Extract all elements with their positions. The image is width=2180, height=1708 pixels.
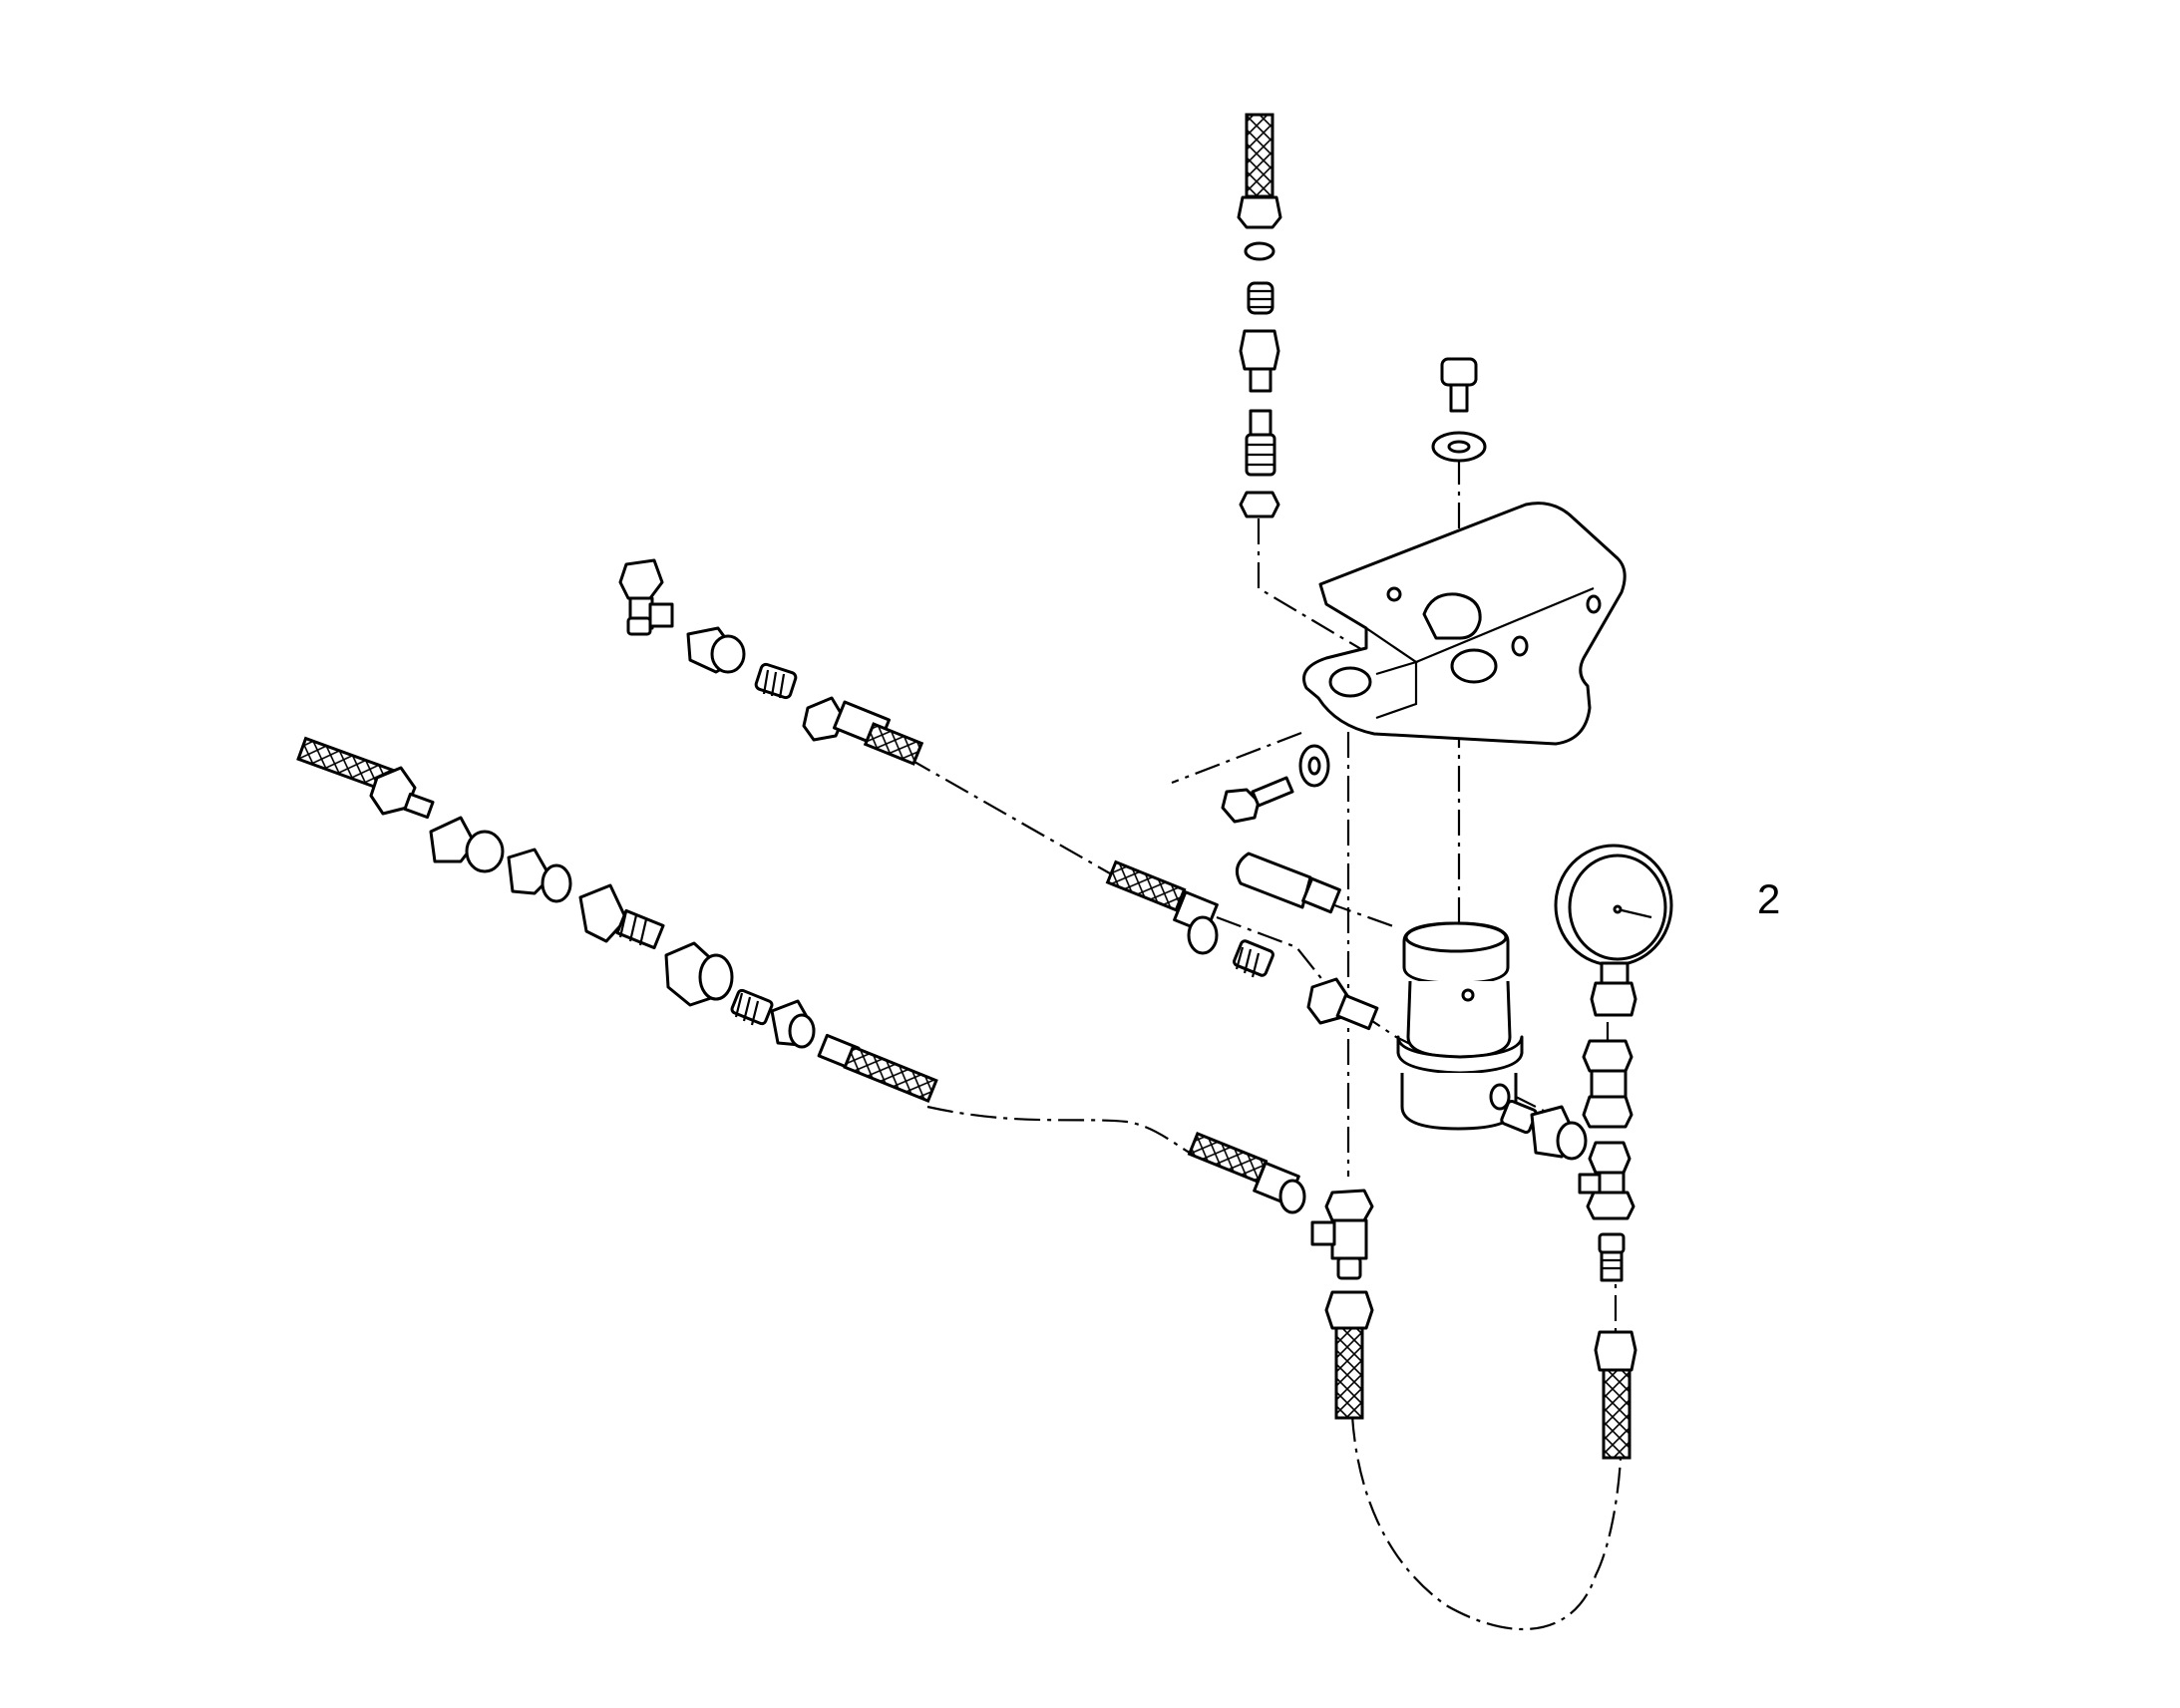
hose-lower-center [1187, 1131, 1306, 1214]
union-nut [686, 626, 746, 674]
hose-bottom-left [1324, 1290, 1374, 1420]
gauge-adapter-side [1500, 1099, 1588, 1161]
snubber [1235, 852, 1341, 914]
bolt [1221, 776, 1294, 824]
long-nipple [1245, 409, 1276, 477]
nipple [754, 662, 798, 700]
supply-hose-top [1237, 113, 1282, 229]
callout-number: 2 [1757, 875, 1781, 922]
tee-fitting-right [1578, 1141, 1635, 1282]
hose-end [802, 696, 924, 766]
reducer [1233, 939, 1274, 978]
hose-bottom-right [1594, 1330, 1637, 1460]
pressure-gauge [1554, 844, 1673, 1017]
accumulator-coupling [664, 941, 816, 1049]
washer-top [1431, 431, 1487, 463]
adapter-union [1247, 281, 1274, 315]
valve-body [1306, 977, 1379, 1031]
hose-upper [1105, 859, 1219, 955]
accumulator [1396, 921, 1524, 1131]
hose-left [296, 736, 435, 820]
cap-screw [1440, 357, 1478, 413]
washer-side [1298, 744, 1330, 788]
swivel-nut [1239, 329, 1280, 393]
elbow-fitting [618, 558, 674, 636]
gauge-adapter [1582, 1039, 1634, 1129]
tee-fitting-left [1310, 1189, 1374, 1280]
hex-nut [1239, 491, 1280, 518]
o-ring [1244, 241, 1275, 261]
quick-coupler [429, 816, 665, 950]
hose-lower [817, 1033, 938, 1104]
mounting-bracket [1302, 502, 1627, 746]
